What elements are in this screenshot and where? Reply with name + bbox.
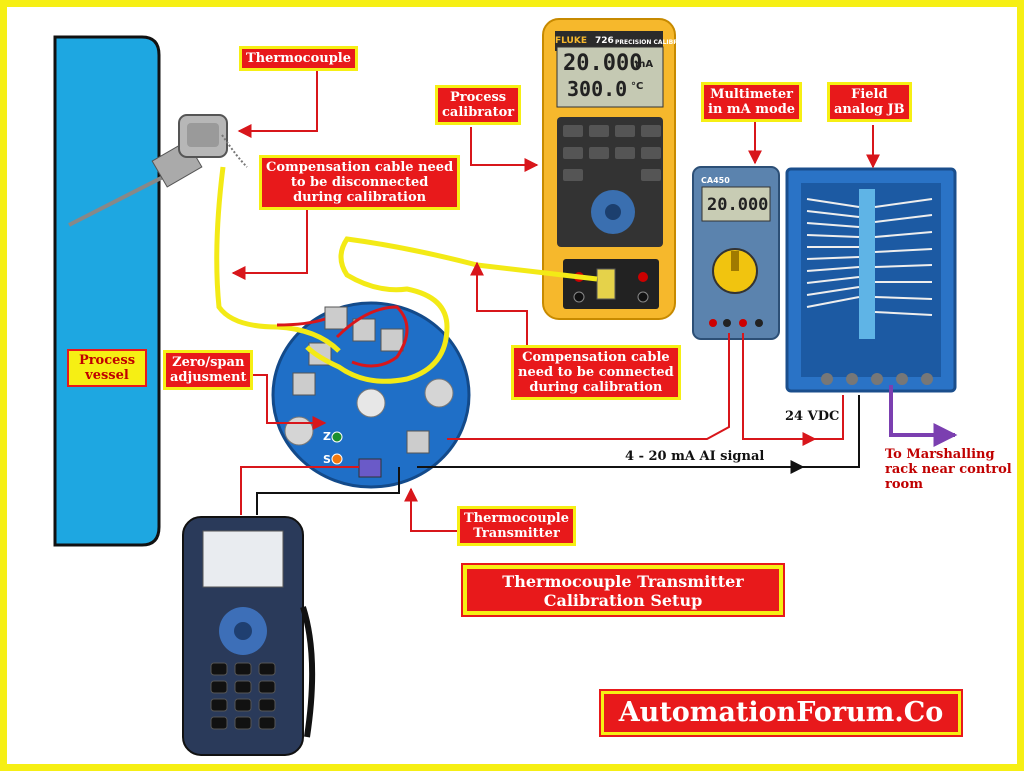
process-vessel — [53, 35, 161, 547]
label-marshalling: To Marshalling rack near control room — [885, 447, 1012, 492]
marshalling-arrow — [889, 385, 958, 447]
compensation-cable-connected — [305, 236, 598, 384]
calibrator-unit-top: mA — [635, 59, 654, 70]
label-thermocouple: Thermocouple — [239, 46, 359, 71]
multimeter-reading: 20.000 — [707, 195, 769, 215]
label-signal: 4 - 20 mA AI signal — [625, 449, 765, 464]
thermocouple-sensor — [68, 114, 248, 227]
compensation-cable-disconnected — [214, 166, 341, 353]
calibrator-reading-top: 20.000 — [563, 51, 643, 76]
label-zero-span: Zero/span adjusment — [163, 350, 254, 390]
field-junction-box — [785, 167, 957, 393]
thermocouple-transmitter-device — [271, 301, 471, 489]
multimeter-brand: CA450 — [701, 176, 730, 185]
diagram-title: Thermocouple Transmitter Calibration Set… — [463, 565, 783, 615]
label-24vdc: 24 VDC — [785, 409, 840, 424]
label-compensation-connect: Compensation cable need to be connected … — [511, 345, 681, 400]
diagram-graphics — [53, 18, 958, 756]
calibrator-subtitle: PRECISION CALIBRATOR — [615, 39, 696, 46]
label-process-vessel: Process vessel — [67, 349, 147, 387]
transmitter-s-label: S — [323, 453, 331, 466]
label-process-calibrator: Process calibrator — [435, 85, 522, 125]
calibrator-unit-bottom: °C — [631, 81, 644, 92]
wire-red-signal — [447, 333, 730, 440]
label-tc-transmitter: Thermocouple Transmitter — [457, 506, 577, 546]
hart-communicator — [182, 516, 316, 756]
calibrator-model: 726 — [595, 36, 614, 46]
process-calibrator-device — [542, 18, 676, 320]
label-compensation-disconnect: Compensation cable need to be disconnect… — [259, 155, 461, 210]
label-field-jb: Field analog JB — [827, 82, 912, 122]
calibrator-brand: FLUKE — [555, 36, 587, 46]
calibrator-reading-bottom: 300.0 — [567, 77, 628, 101]
brand-banner: AutomationForum.Co — [601, 691, 961, 735]
label-multimeter: Multimeter in mA mode — [701, 82, 803, 122]
transmitter-z-label: Z — [323, 430, 331, 443]
multimeter-device — [692, 166, 780, 340]
